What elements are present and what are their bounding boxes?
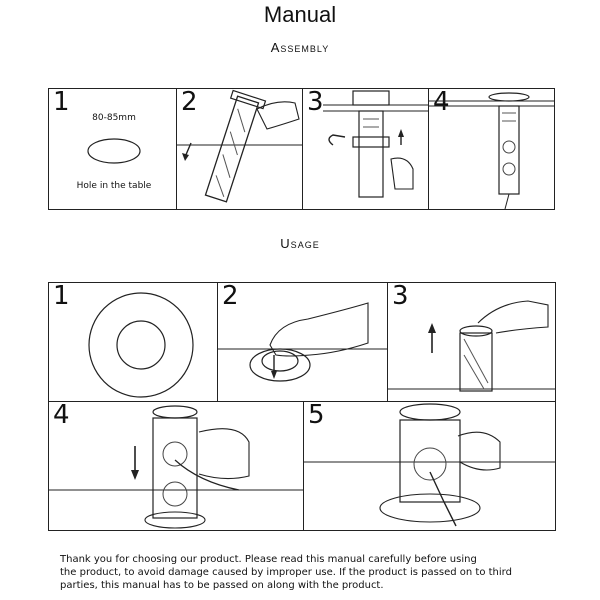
hole-size-label: 80-85mm (92, 113, 136, 123)
footer-line-2: the product, to avoid damage caused by i… (60, 567, 512, 578)
mounted-socket-illustration (429, 92, 554, 209)
tighten-nut-illustration (323, 90, 428, 198)
footer-line-3: parties, this manual has to be passed on… (60, 580, 384, 591)
insert-socket-illustration (177, 89, 302, 203)
manual-title: Manual (263, 2, 337, 27)
step-number: 5 (308, 401, 325, 430)
footer-line-1: Thank you for choosing our product. Plea… (60, 554, 477, 565)
usage-step-1: 1 (48, 282, 218, 402)
closed-lid-illustration (88, 292, 194, 398)
step-number: 1 (53, 282, 70, 311)
usage-step-5: 5 (303, 401, 556, 531)
assembly-step-4: 4 (428, 88, 555, 210)
step-number: 4 (433, 88, 450, 117)
assembly-step-1: 1 80-85mm Hole in the table (48, 88, 177, 210)
usage-step-4: 4 (48, 401, 304, 531)
step-number: 4 (53, 401, 70, 430)
step-number: 1 (53, 88, 70, 117)
assembly-step-3: 3 (302, 88, 429, 210)
socket-rises-illustration (388, 300, 555, 392)
assembly-step-2: 2 (176, 88, 303, 210)
step-number: 3 (392, 282, 409, 311)
in-use-illustration (304, 403, 555, 527)
hole-caption: Hole in the table (76, 181, 152, 191)
usage-heading: Usage (280, 236, 320, 251)
assembly-heading: Assembly (270, 40, 330, 55)
step-number: 3 (307, 88, 324, 117)
step-number: 2 (181, 88, 198, 117)
press-lid-illustration (218, 302, 387, 382)
usage-step-2: 2 (217, 282, 388, 402)
plug-in-illustration (49, 405, 303, 529)
usage-step-3: 3 (387, 282, 556, 402)
step-number: 2 (222, 282, 239, 311)
hole-illustration (87, 138, 141, 164)
footer-note: Thank you for choosing our product. Plea… (60, 553, 580, 592)
